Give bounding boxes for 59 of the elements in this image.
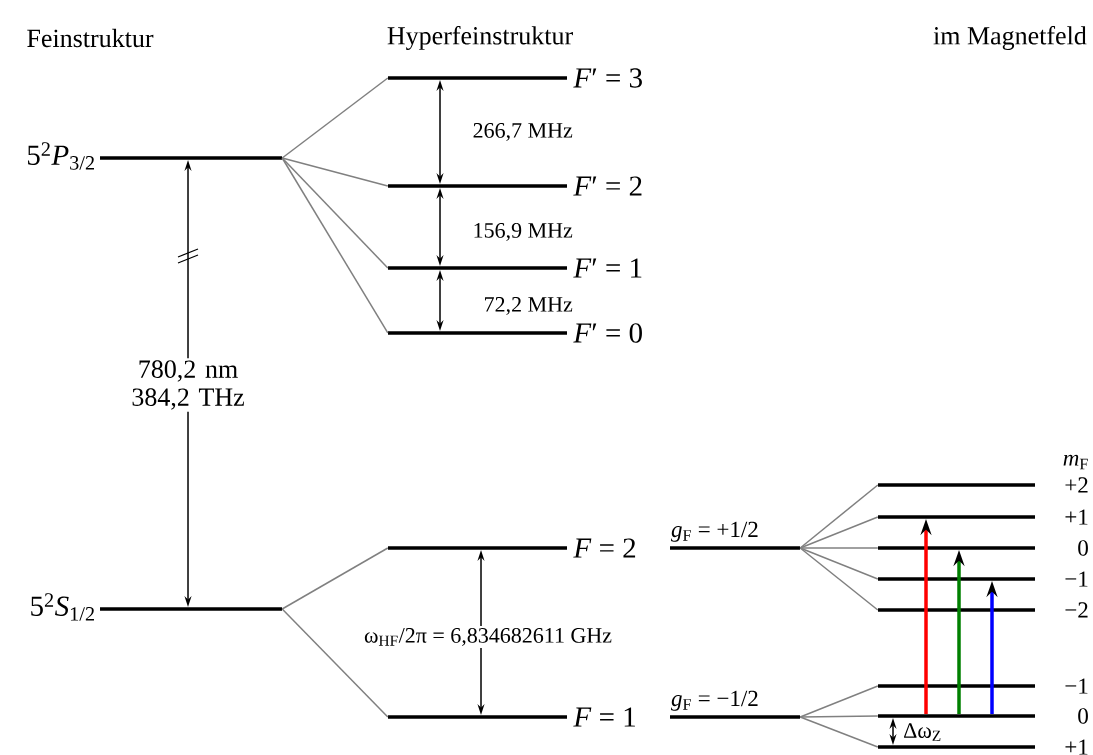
energy-level: −1: [878, 571, 1088, 587]
node-label: F′ = 0: [573, 323, 642, 343]
splitting-line: [281, 547, 389, 610]
node-label: F′ = 3: [573, 68, 642, 88]
energy-level: F′ = 1: [388, 258, 642, 278]
node-label: F = 1: [573, 707, 635, 727]
energy-level: F′ = 3: [388, 68, 642, 88]
energy-level: +1: [878, 509, 1088, 525]
energy-level: 5$^{2}$S$_{1/2}$: [31, 593, 282, 621]
splitting-line: [799, 685, 879, 718]
node-label: 0: [1078, 708, 1088, 724]
splitting-line: [799, 716, 879, 748]
energy-level: F′ = 0: [388, 323, 642, 343]
energy-level: 0: [878, 540, 1088, 556]
node-label: F = 2: [573, 538, 636, 558]
node-label: F′ = 2: [573, 176, 642, 196]
energy-level: g$_{F}$ = −1/2: [670, 690, 800, 719]
splitting-line: [281, 157, 389, 334]
splitting-line: [799, 547, 879, 549]
edge-label: Δω$_{Z}$: [901, 721, 944, 743]
energy-level: F = 1: [388, 707, 635, 727]
energy-level: −2: [878, 602, 1088, 618]
energy-level: 5$^{2}$P$_{3/2}$: [28, 142, 282, 170]
node-label: +1: [1065, 509, 1088, 525]
splitting-line: [281, 77, 389, 159]
node-label: −1: [1065, 678, 1088, 694]
column-heading: im Magnetfeld: [933, 26, 1087, 50]
energy-level: F′ = 2: [388, 176, 642, 196]
quantum-number-label: m$_{F}$: [1063, 454, 1088, 470]
splitting-line: [281, 157, 389, 269]
node-label: g$_{F}$ = +1/2: [671, 521, 758, 542]
energy-level: g$_{F}$ = +1/2: [670, 521, 800, 550]
energy-level: 0: [878, 708, 1088, 724]
splitting-line: [799, 484, 879, 549]
splitting-line: [799, 715, 879, 718]
splitting-line: [799, 547, 879, 580]
node-label: −2: [1065, 602, 1088, 618]
node-label: +2: [1065, 477, 1088, 493]
edge-label: 72,2 MHz: [481, 295, 575, 317]
column-heading: Hyperfeinstruktur: [387, 26, 573, 50]
splitting-line: [799, 516, 879, 549]
node-label: −1: [1065, 571, 1088, 587]
column-heading: Feinstruktur: [27, 28, 154, 48]
edge-label: 266,7 MHz: [470, 121, 575, 143]
node-label: +1: [1065, 739, 1088, 755]
splitting-line: [799, 547, 879, 611]
energy-level: +2: [878, 477, 1088, 493]
splitting-line: [281, 157, 389, 187]
node-label: 5$^{2}$S$_{1/2}$: [31, 593, 94, 621]
energy-level: F = 2: [388, 538, 636, 558]
node-label: F′ = 1: [573, 258, 642, 278]
node-label: g$_{F}$ = −1/2: [671, 690, 758, 711]
edge-label: 780,2 nm 384,2 THz: [116, 358, 260, 412]
edge-label: ω$_{HF}$/2π = 6,834682611 GHz: [362, 626, 614, 648]
splitting-line: [281, 608, 389, 718]
edge-label: 156,9 MHz: [470, 221, 575, 243]
energy-level: −1: [878, 678, 1088, 694]
node-label: 0: [1078, 540, 1088, 556]
node-label: 5$^{2}$P$_{3/2}$: [27, 142, 94, 170]
